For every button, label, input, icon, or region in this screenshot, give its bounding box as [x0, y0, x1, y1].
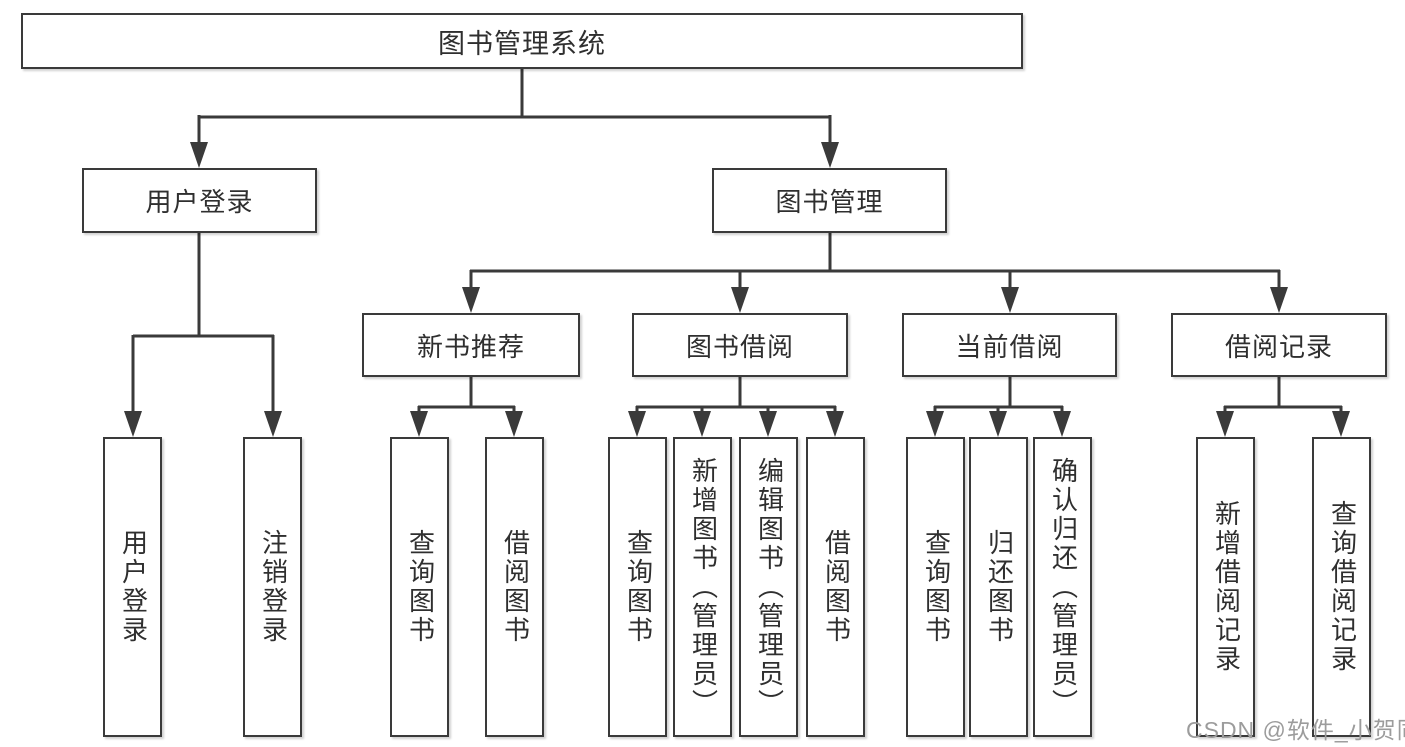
- connector-lines: [131, 69, 1343, 413]
- leaf-label: 归还图书: [984, 529, 1014, 645]
- connector-arrows: [124, 142, 1350, 437]
- leaf-return-books: 归还图书: [969, 437, 1028, 737]
- leaf-add-borrow-record: 新增借阅记录: [1196, 437, 1255, 737]
- node-borrow-records: 借阅记录: [1171, 313, 1387, 377]
- node-book-borrow: 图书借阅: [632, 313, 848, 377]
- leaf-query-books-current: 查询图书: [906, 437, 965, 737]
- node-user-login: 用户登录: [82, 168, 317, 233]
- node-current-borrow: 当前借阅: [902, 313, 1117, 377]
- leaf-query-books-recommend: 查询图书: [390, 437, 449, 737]
- leaf-borrow-books: 借阅图书: [806, 437, 865, 737]
- node-label: 新书推荐: [416, 332, 525, 362]
- leaf-borrow-books-recommend: 借阅图书: [485, 437, 544, 737]
- leaf-label: 借阅图书: [821, 529, 851, 645]
- node-new-book-recommend: 新书推荐: [362, 313, 580, 377]
- leaf-label: 查询图书: [921, 529, 951, 645]
- leaf-query-books-borrow: 查询图书: [608, 437, 667, 737]
- leaf-label: 注销登录: [258, 529, 288, 645]
- node-root-label: 图书管理系统: [438, 28, 606, 59]
- leaf-user-login: 用户登录: [103, 437, 162, 737]
- leaf-label: 新增借阅记录: [1211, 500, 1241, 674]
- leaf-logout: 注销登录: [243, 437, 302, 737]
- node-label: 图书借阅: [685, 332, 794, 362]
- leaf-add-books-admin: 新增图书（管理员）: [673, 437, 732, 737]
- leaf-label: 编辑图书（管理员）: [754, 456, 784, 718]
- leaf-label: 查询借阅记录: [1327, 500, 1357, 674]
- leaf-confirm-return-admin: 确认归还（管理员）: [1033, 437, 1092, 737]
- node-label: 图书管理: [775, 188, 884, 217]
- node-root: 图书管理系统: [21, 13, 1023, 69]
- leaf-label: 新增图书（管理员）: [688, 456, 718, 718]
- leaf-label: 用户登录: [118, 529, 148, 645]
- leaf-label: 借阅图书: [500, 529, 530, 645]
- leaf-label: 查询图书: [405, 529, 435, 645]
- csdn-watermark: CSDN @软件_小贺同学: [1186, 717, 1405, 743]
- node-label: 当前借阅: [955, 332, 1064, 362]
- leaf-query-borrow-record: 查询借阅记录: [1312, 437, 1371, 737]
- node-label: 用户登录: [145, 188, 254, 217]
- leaf-label: 确认归还（管理员）: [1048, 456, 1078, 718]
- node-label: 借阅记录: [1224, 332, 1333, 362]
- node-book-management: 图书管理: [712, 168, 947, 233]
- leaf-label: 查询图书: [623, 529, 653, 645]
- leaf-edit-books-admin: 编辑图书（管理员）: [739, 437, 798, 737]
